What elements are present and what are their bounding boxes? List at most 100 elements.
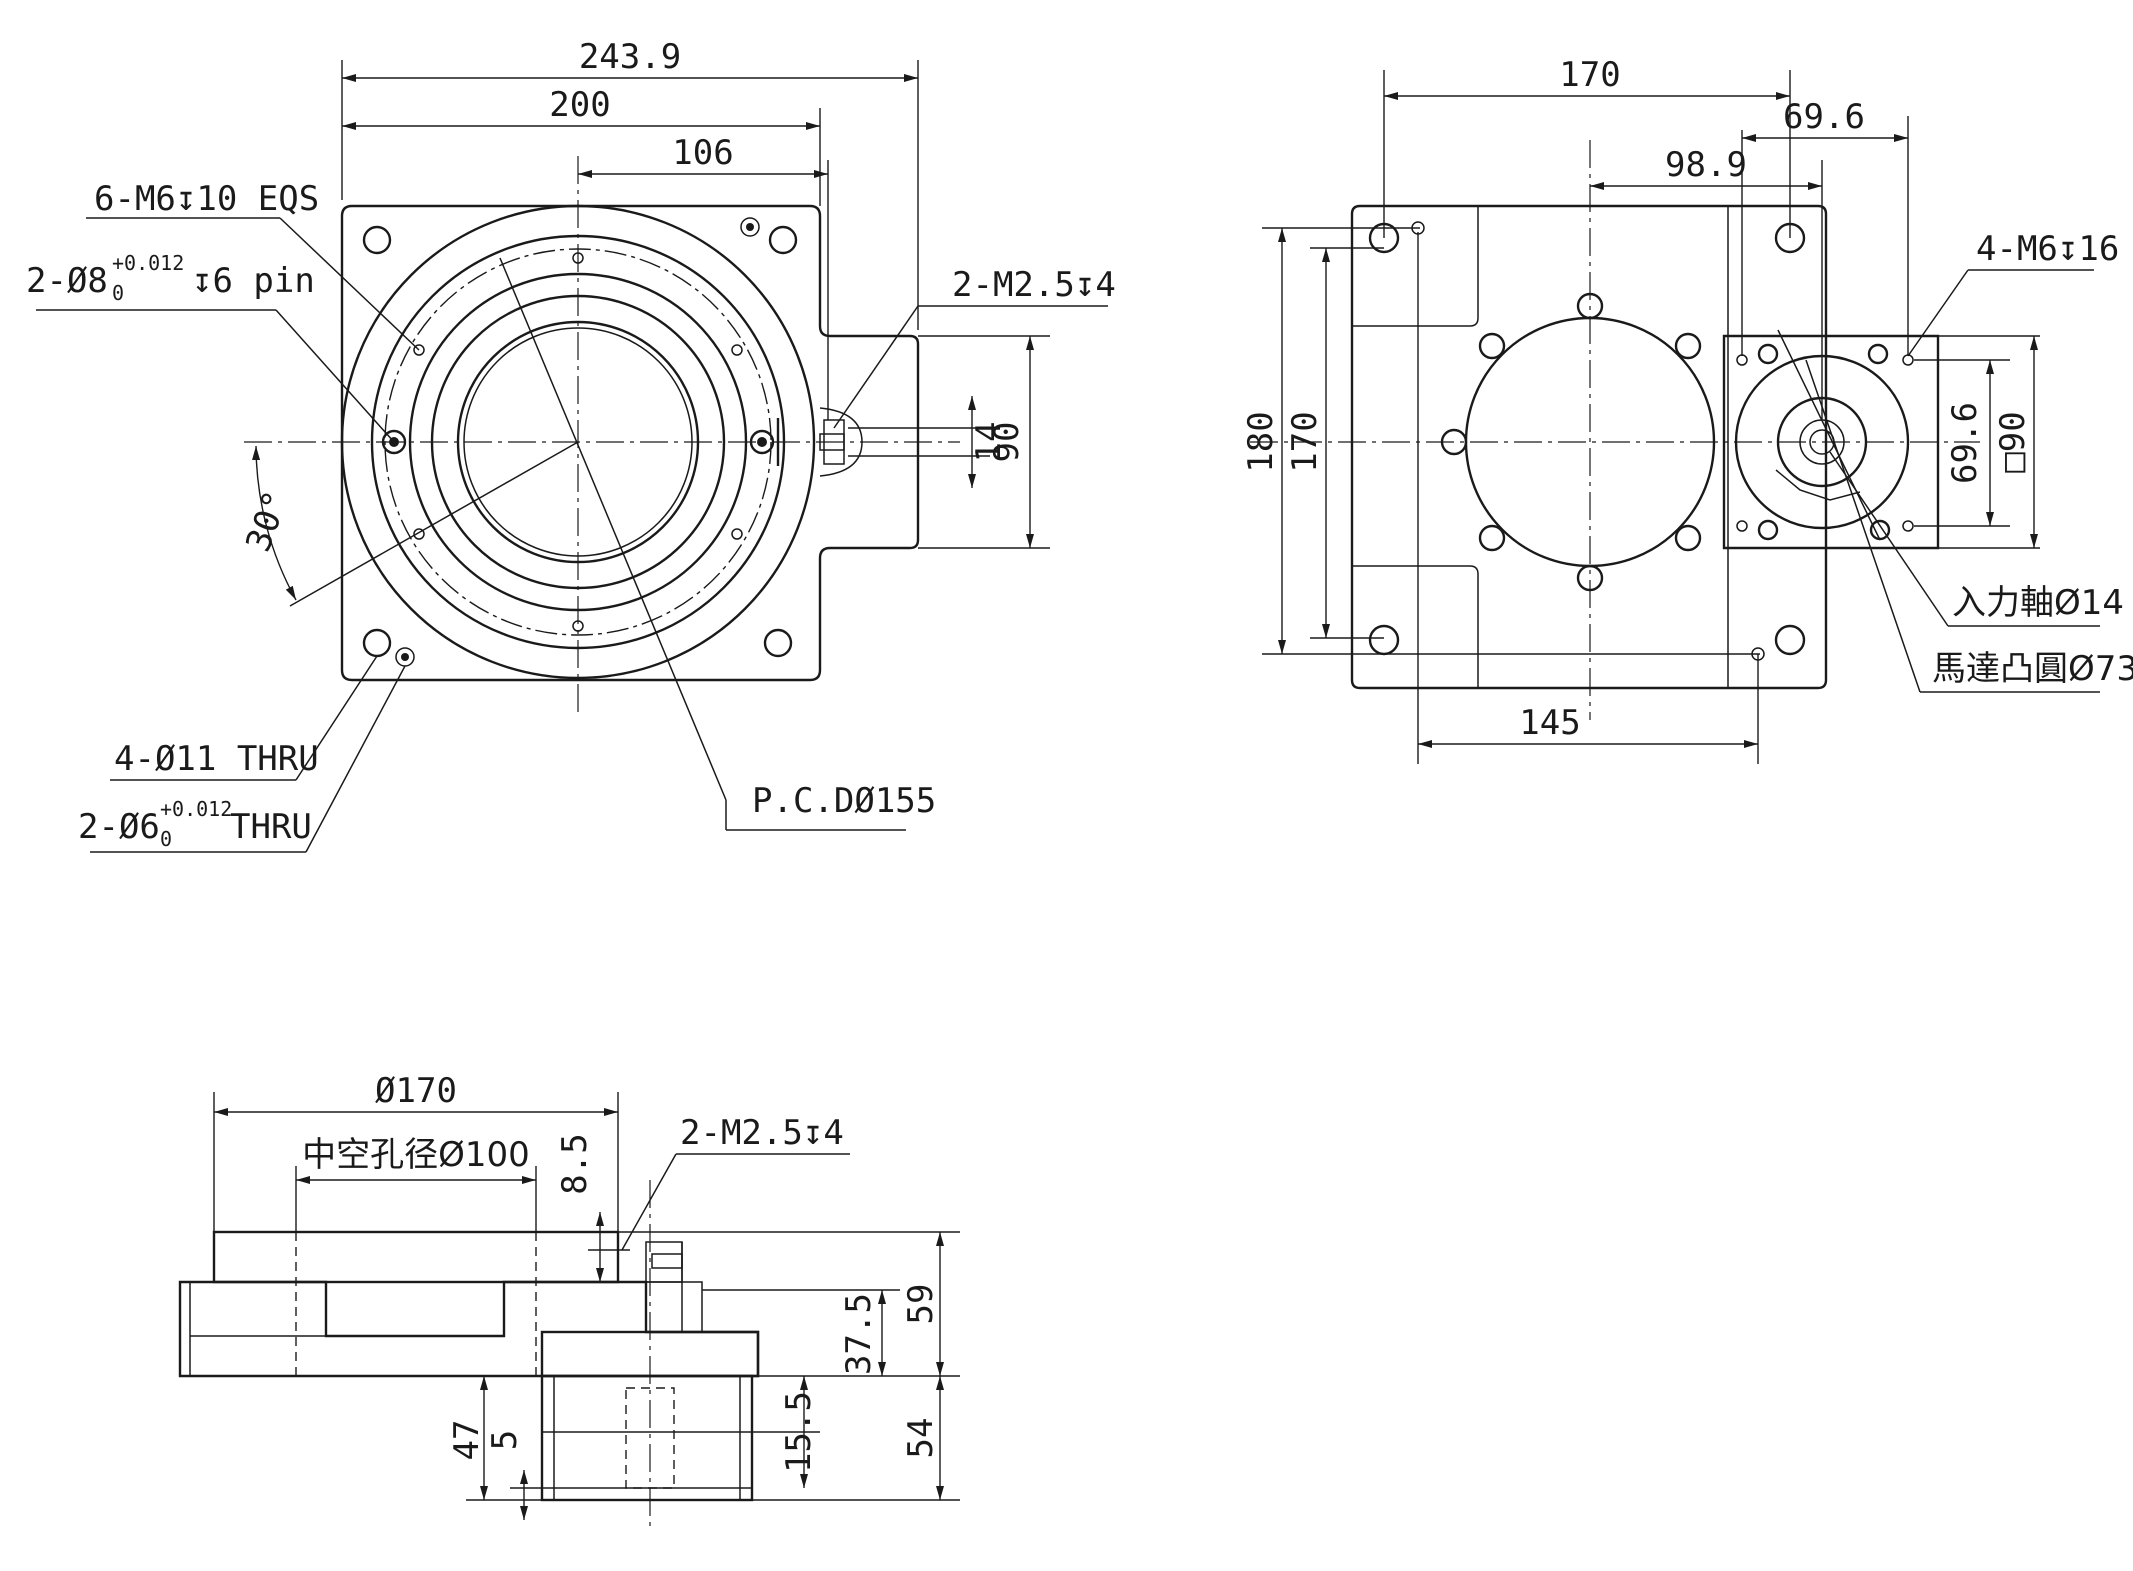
motor-hole-tl [1757,343,1779,365]
right-hole-br [1774,624,1806,656]
motor-small-hole [1736,354,1748,366]
label-pin-suffix-group: ↧6 pin [192,261,315,301]
coupling-cut [1775,469,1861,501]
side-sensor-tab [651,1253,683,1269]
mount-hole-tr [768,225,798,255]
dim-5: 5 [485,1430,525,1450]
label-motor-holes-text: 4-M6 [1976,229,2058,269]
leader-motor-holes-tip [1907,269,1969,357]
motor-hole-tr [1867,343,1889,365]
leader-6m6-tip [279,217,420,351]
label-side-sensor: 2-M2.5↧4 [680,1113,844,1153]
tapped-hole [731,528,743,540]
angle-30: 30° [238,486,297,557]
dim-90: 90 [987,422,1027,463]
mount-hole-bl [362,628,392,658]
leader-thru-tip [295,655,378,781]
dim-54: 54 [901,1418,941,1459]
depth-symbol: ↧ [803,1113,823,1153]
dim-47: 47 [447,1420,487,1461]
dim-243-9: 243.9 [579,37,681,77]
depth-symbol: ↧ [1075,265,1095,305]
label-motor-holes: 4-M6↧16 [1976,229,2119,269]
right-inner-step-top [1352,206,1479,327]
dowel-hole-tr [740,217,760,237]
label-pin-prefix: 2-Ø8 [26,261,108,301]
housing-bolt [1478,332,1506,360]
motor-small-hole [1902,354,1914,366]
housing-bolt [1478,524,1506,552]
dim-180: 180 [1241,411,1281,472]
dim-59: 59 [901,1284,941,1325]
housing-bolt [1674,524,1702,552]
right-hole-bl [1368,624,1400,656]
right-view: 170 69.6 98.9 4-M6↧16 180 170 69.6 □90 [1241,55,2133,764]
label-pcd: P.C.DØ155 [752,781,936,821]
right-inner-step-bottom [1352,565,1479,688]
motor-hole-bl [1757,519,1779,541]
dim-dia-170: Ø170 [375,1071,457,1111]
depth-symbol: ↧ [176,179,196,219]
tapped-hole [731,344,743,356]
motor-diagonal [1777,329,1881,541]
motor-small-hole [1736,520,1748,532]
dim-170-top: 170 [1559,55,1620,95]
label-input-shaft: 入力軸Ø14 [1952,583,2124,623]
side-motor-body [540,1374,754,1502]
side-base [178,1280,760,1378]
angle-ray [289,441,579,607]
label-pin-tol-lower: 0 [112,281,124,305]
label-side-sensor-depth: 4 [823,1113,843,1153]
label-pin-suffix: 6 pin [212,261,314,301]
side-table-top [212,1230,620,1284]
pcd-diagonal [499,257,727,801]
dim-106: 106 [672,133,733,173]
label-6m6: 6-M6↧10 EQS [94,179,319,219]
label-dowel-tol-lower: 0 [160,827,172,851]
leader-dowel-tip [305,665,406,853]
dim-square-90: □90 [1993,411,2033,472]
depth-symbol: ↧ [2058,229,2078,269]
dim-14: 14 [969,422,1009,463]
label-pin-tol-upper: +0.012 [112,251,184,275]
leader-pin-tip [275,309,395,443]
depth-symbol: ↧ [192,261,212,301]
label-motor-holes-depth: 16 [2078,229,2119,269]
tapped-hole [413,528,425,540]
leader-motor-boss [1805,359,1921,693]
dim-200: 200 [549,85,610,125]
dim-170-side: 170 [1285,411,1325,472]
dim-69-6-side: 69.6 [1945,402,1985,484]
label-dowel-suffix: THRU [230,807,312,847]
tapped-hole [413,344,425,356]
dim-98-9: 98.9 [1665,145,1747,185]
dim-15-5: 15.5 [779,1391,819,1473]
side-coupling [645,1281,703,1333]
front-view: 243.9 200 106 6-M6↧10 EQS 2-Ø8 +0.012 0 … [26,37,1116,853]
dowel-fill-bl [401,653,409,661]
dim-69-6-top: 69.6 [1783,97,1865,137]
right-base-outline [1350,204,1828,690]
leader-side-sensor-tip [621,1153,677,1251]
housing-bolt [1674,332,1702,360]
leader-input-shaft [1829,451,1949,627]
label-6m6-text: 6-M6 [94,179,176,219]
label-dowel-tol-upper: +0.012 [160,797,232,821]
side-view: Ø170 中空孔径Ø100 8.5 2-M2.5↧4 59 37.5 54 15… [178,1071,960,1530]
label-sensor-text: 2-M2.5 [952,265,1075,305]
label-thru: 4-Ø11 THRU [114,739,319,779]
dim-145: 145 [1519,703,1580,743]
dim-8-5: 8.5 [555,1133,595,1194]
dim-37-5: 37.5 [839,1293,879,1375]
label-side-sensor-text: 2-M2.5 [680,1113,803,1153]
leader-sensor-tip [833,305,919,429]
label-motor-boss: 馬達凸圓Ø73 [1932,649,2133,689]
label-6m6-depth: 10 EQS [196,179,319,219]
angle-arc [252,445,297,601]
label-dowel-prefix: 2-Ø6 [78,807,160,847]
label-sensor-depth: 4 [1095,265,1115,305]
mount-hole-br [763,628,793,658]
label-hollow: 中空孔径Ø100 [302,1135,530,1175]
label-sensor: 2-M2.5↧4 [952,265,1116,305]
